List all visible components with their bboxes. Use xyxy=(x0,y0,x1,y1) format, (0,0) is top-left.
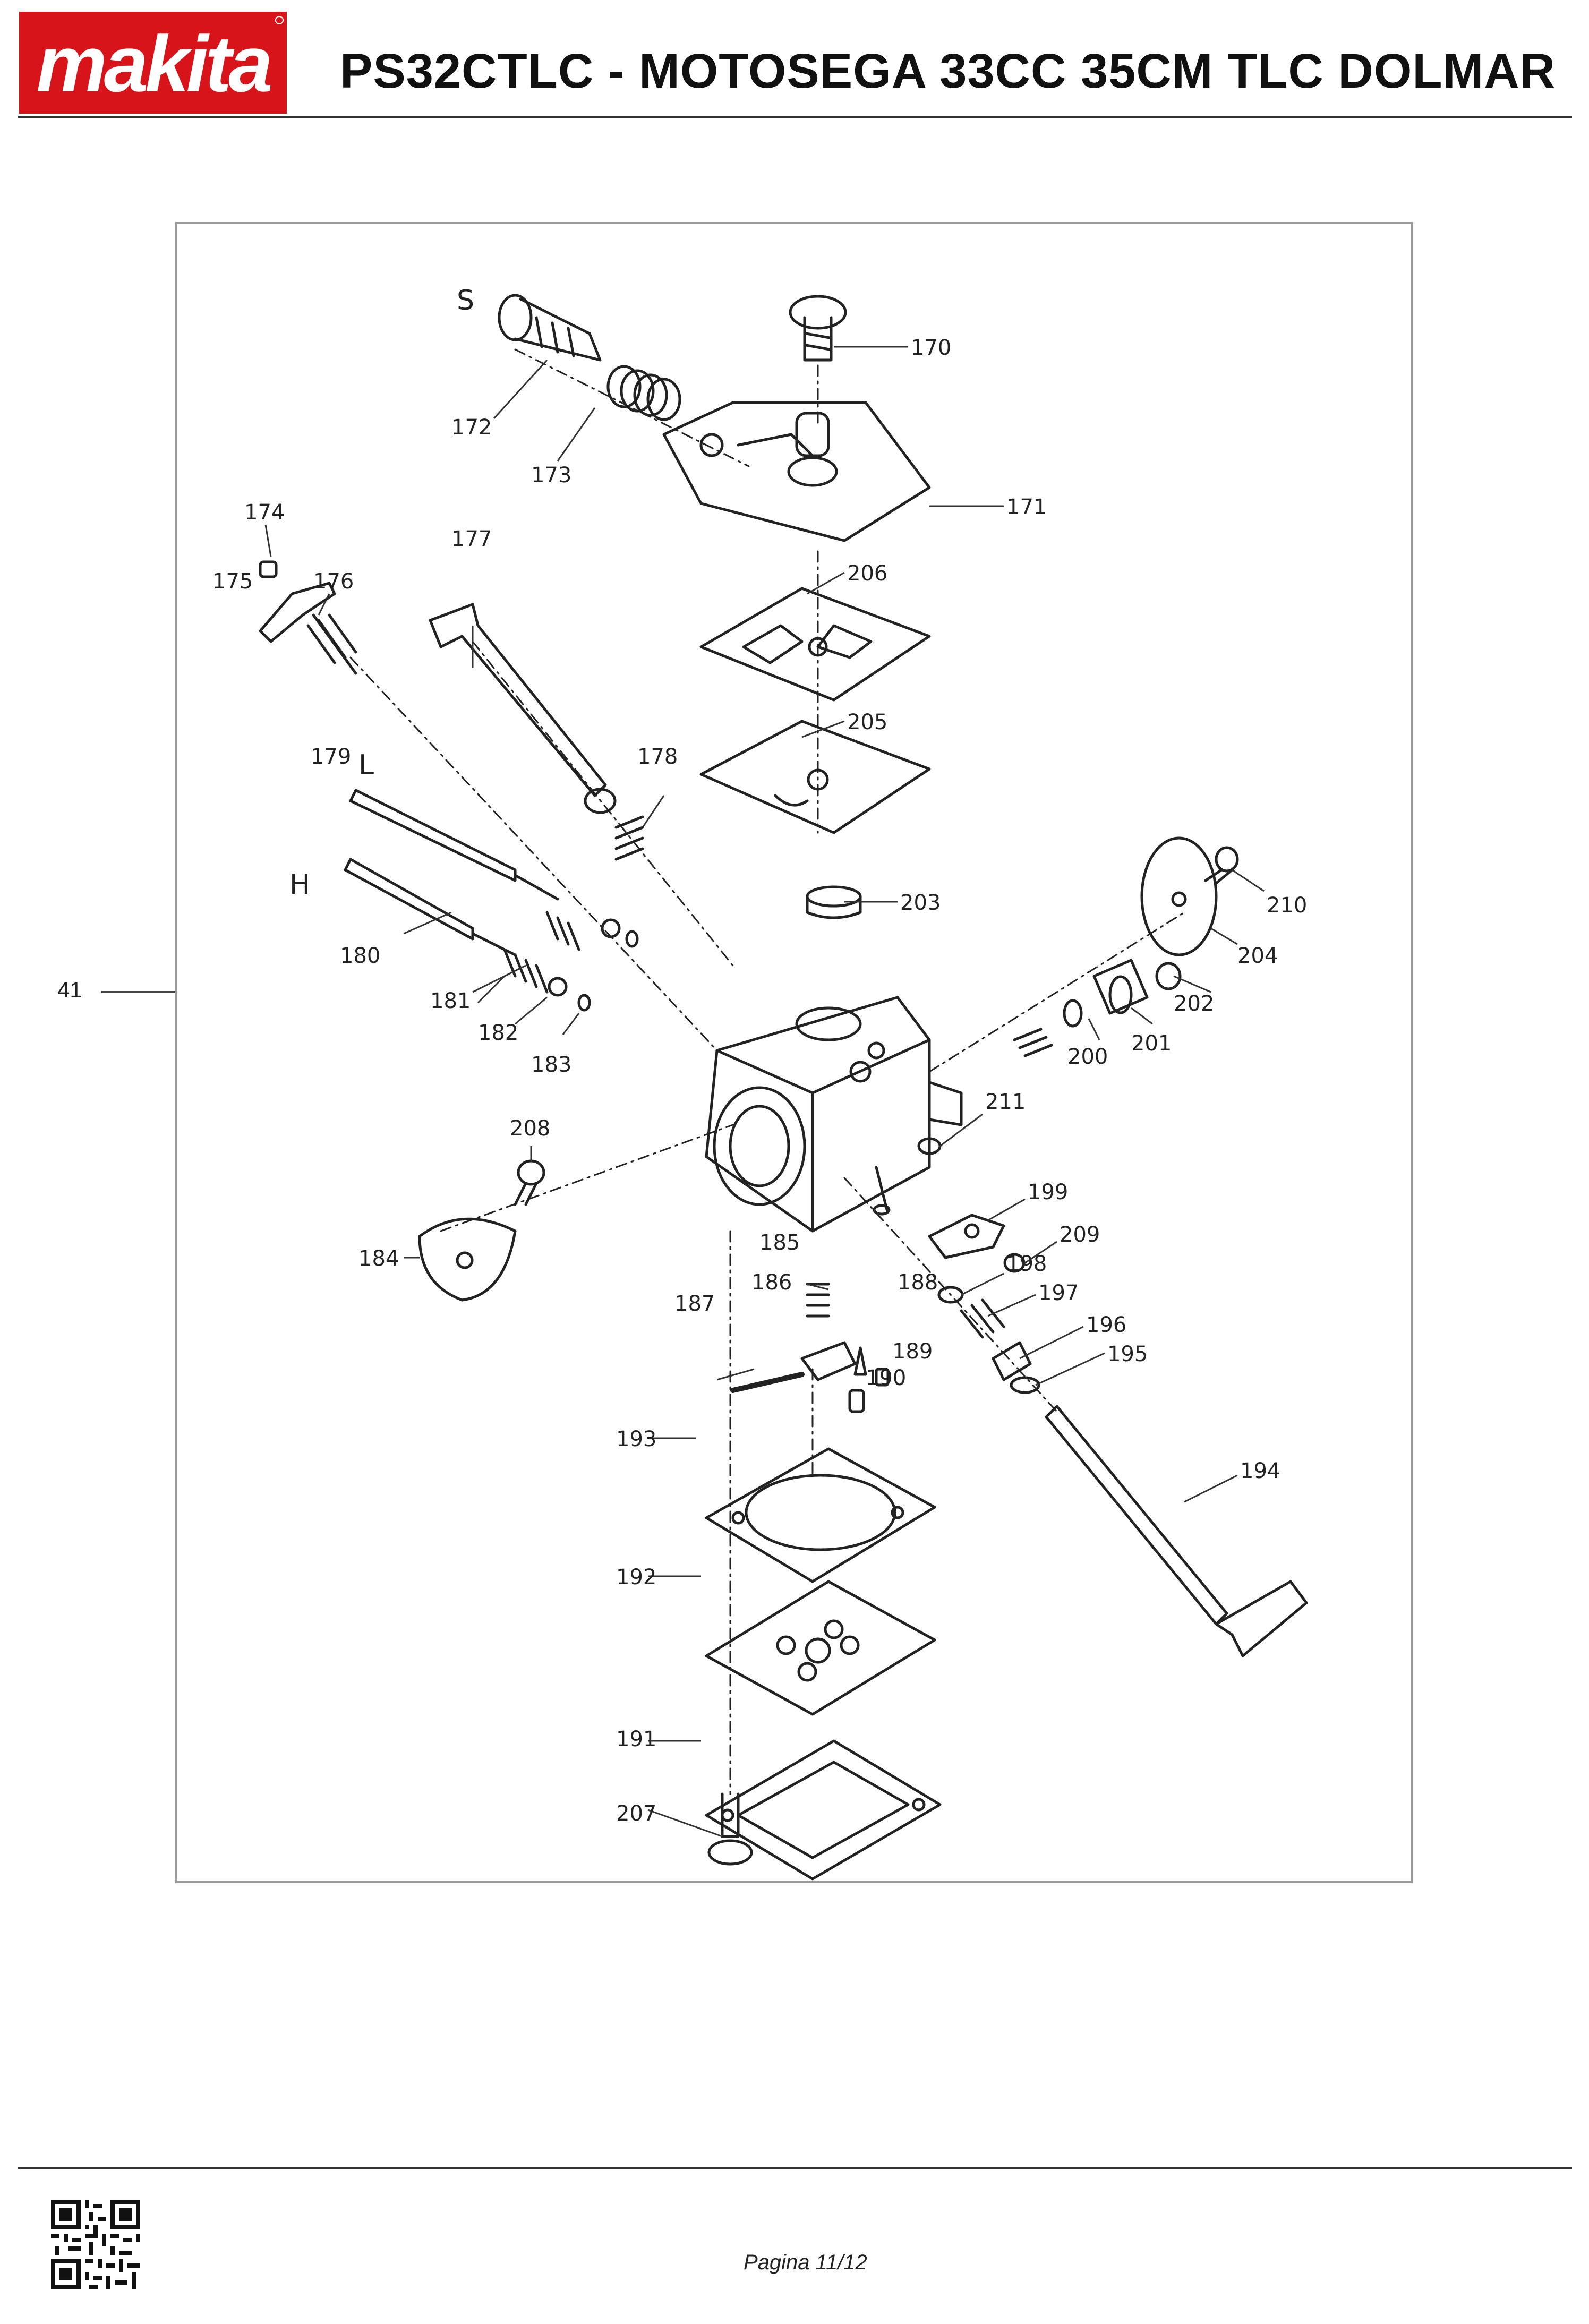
carburetor-body xyxy=(705,996,963,1233)
part-174-175-176-lever xyxy=(259,560,357,675)
label-207: 207 xyxy=(616,1801,656,1826)
exploded-parts-diagram: 170 171 172 173 174 175 176 177 178 179 … xyxy=(212,285,1308,1881)
label-175: 175 xyxy=(212,569,253,594)
part-194-choke-shaft xyxy=(1045,1405,1308,1657)
label-177: 177 xyxy=(451,527,492,551)
part-196-lever xyxy=(992,1341,1032,1381)
part-210-screw xyxy=(1204,846,1239,885)
label-204: 204 xyxy=(1237,944,1278,968)
label-192: 192 xyxy=(616,1565,656,1590)
part-180-high-needle xyxy=(344,858,517,956)
label-211: 211 xyxy=(985,1090,1026,1114)
part-173-spring xyxy=(606,365,681,421)
letter-L: L xyxy=(358,749,374,781)
label-208: 208 xyxy=(510,1116,550,1141)
label-170: 170 xyxy=(911,336,951,360)
label-187: 187 xyxy=(674,1292,715,1316)
label-180: 180 xyxy=(340,944,380,968)
label-201: 201 xyxy=(1131,1031,1172,1056)
label-194: 194 xyxy=(1240,1459,1280,1483)
qr-code-icon xyxy=(51,2200,140,2289)
part-192-diaphragm xyxy=(705,1580,936,1716)
part-199-lever xyxy=(928,1214,1005,1259)
label-202: 202 xyxy=(1174,992,1214,1016)
diagram-frame xyxy=(175,222,1413,1883)
letter-S: S xyxy=(457,285,474,317)
label-181: 181 xyxy=(430,989,471,1013)
part-200-spring xyxy=(1013,1028,1053,1057)
label-178: 178 xyxy=(637,745,678,769)
part-183-oring xyxy=(577,994,591,1012)
label-189: 189 xyxy=(892,1339,933,1364)
makita-logo: makita xyxy=(19,12,287,114)
label-176: 176 xyxy=(313,569,354,594)
part-207-screw xyxy=(707,1792,753,1866)
part-200-oring xyxy=(1063,999,1083,1028)
label-186: 186 xyxy=(751,1270,792,1295)
part-171-cover xyxy=(662,401,931,542)
part-193-gasket xyxy=(705,1447,936,1583)
label-171: 171 xyxy=(1006,495,1047,519)
label-179: 179 xyxy=(311,745,351,769)
label-205: 205 xyxy=(847,710,887,734)
page-title: PS32CTLC - MOTOSEGA 33CC 35CM TLC DOLMAR xyxy=(340,44,1556,98)
part-182-washer xyxy=(548,977,568,997)
part-201-pump xyxy=(1092,959,1149,1015)
part-188-needle xyxy=(853,1346,867,1376)
label-174: 174 xyxy=(244,500,285,525)
label-188: 188 xyxy=(898,1270,938,1295)
part-190-seat xyxy=(848,1389,865,1413)
part-181-spring xyxy=(503,911,580,994)
label-210: 210 xyxy=(1267,893,1307,918)
footer-divider xyxy=(18,2167,1572,2169)
label-172: 172 xyxy=(451,415,492,440)
label-173: 173 xyxy=(531,463,571,488)
part-186-lever xyxy=(800,1341,857,1381)
part-185-spring xyxy=(806,1283,830,1318)
part-187-pin xyxy=(730,1372,805,1393)
callout-leader-line xyxy=(101,991,175,993)
label-183: 183 xyxy=(531,1053,571,1077)
label-209: 209 xyxy=(1060,1223,1100,1247)
page-number: Pagina 11/12 xyxy=(744,2251,867,2274)
label-197: 197 xyxy=(1038,1281,1079,1305)
label-193: 193 xyxy=(616,1427,656,1451)
label-190: 190 xyxy=(866,1366,906,1390)
label-198: 198 xyxy=(1006,1252,1047,1276)
header-divider xyxy=(18,116,1572,118)
label-200: 200 xyxy=(1067,1045,1108,1069)
part-202-cap xyxy=(1155,962,1182,990)
label-185: 185 xyxy=(759,1231,800,1255)
callout-ref-number: 41 xyxy=(57,977,82,1002)
label-184: 184 xyxy=(358,1246,399,1271)
label-182: 182 xyxy=(478,1021,518,1045)
part-204-disc xyxy=(1140,836,1218,956)
label-195: 195 xyxy=(1107,1342,1148,1366)
part-197-spring xyxy=(960,1298,1005,1339)
part-205-membrane xyxy=(699,720,931,834)
part-206-gasket xyxy=(699,587,931,702)
part-209-screw xyxy=(1003,1253,1026,1273)
label-196: 196 xyxy=(1086,1313,1126,1337)
part-195-clip xyxy=(1010,1376,1040,1394)
page-header: makita PS32CTLC - MOTOSEGA 33CC 35CM TLC… xyxy=(0,0,1589,122)
part-170-screw xyxy=(789,295,847,362)
label-191: 191 xyxy=(616,1727,656,1751)
part-179-low-needle xyxy=(349,789,559,901)
label-199: 199 xyxy=(1028,1180,1068,1204)
part-191-cover xyxy=(705,1739,942,1881)
letter-H: H xyxy=(289,869,310,901)
part-172-idle-screw xyxy=(498,294,602,362)
part-189-screw xyxy=(875,1368,890,1387)
part-177-shaft xyxy=(429,603,617,814)
svg-text:makita: makita xyxy=(36,19,271,108)
part-178-spring xyxy=(614,815,644,861)
label-203: 203 xyxy=(900,891,941,915)
label-206: 206 xyxy=(847,561,887,586)
part-184-plate xyxy=(418,1217,517,1302)
